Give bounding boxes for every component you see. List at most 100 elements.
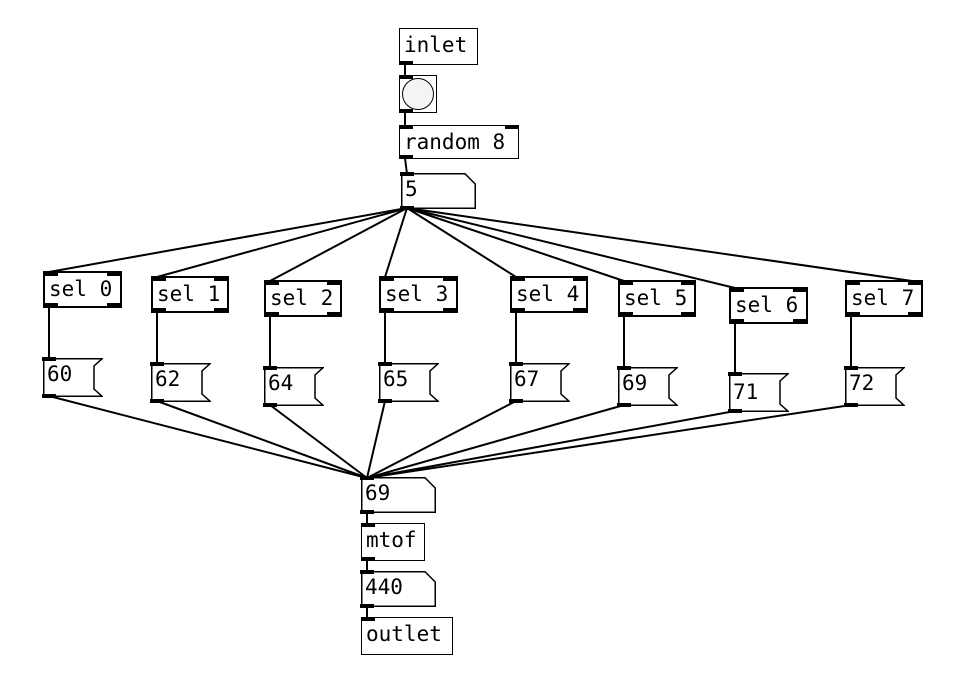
sel-object-5[interactable]: sel 5 [618, 280, 696, 317]
sel-2-inlet-right-port[interactable] [327, 281, 341, 285]
cord-number-sel7 [406, 207, 913, 282]
message-box-0-outlet-port[interactable] [42, 394, 56, 398]
sel-7-outlet-left-port[interactable] [846, 312, 860, 316]
random-object[interactable]: random 8 [399, 125, 519, 159]
outlet-object[interactable]: outlet [361, 617, 453, 655]
sel-0-outlet-right-port[interactable] [107, 303, 121, 307]
number-box-note-outlet-port[interactable] [360, 510, 374, 514]
sel-object-7[interactable]: sel 7 [845, 280, 923, 317]
sel-2-outlet-right-port[interactable] [327, 312, 341, 316]
sel-5-inlet-left-port[interactable] [619, 281, 633, 285]
sel-1-inlet-right-port[interactable] [214, 277, 228, 281]
sel-3-inlet-left-port[interactable] [380, 277, 394, 281]
sel-object-2[interactable]: sel 2 [264, 280, 342, 317]
message-box-4-inlet-port[interactable] [509, 362, 523, 366]
message-box-5-outlet-port[interactable] [617, 403, 631, 407]
sel-7-inlet-left-port[interactable] [846, 281, 860, 285]
message-box-7-outlet-port[interactable] [844, 403, 858, 407]
message-box-6[interactable]: 71 [728, 372, 789, 413]
sel-3-outlet-left-port[interactable] [380, 308, 394, 312]
sel-6-outlet-right-port[interactable] [793, 319, 807, 323]
sel-0-inlet-left-port[interactable] [44, 272, 58, 276]
message-box-7[interactable]: 72 [844, 366, 905, 407]
sel-0-outlet-left-port[interactable] [44, 303, 58, 307]
message-box-4-outlet-port[interactable] [509, 399, 523, 403]
number-box-frequency[interactable]: 440 [360, 570, 436, 608]
message-box-6-inlet-port[interactable] [728, 372, 742, 376]
sel-1-inlet-left-port[interactable] [152, 277, 166, 281]
sel-2-outlet-left-port[interactable] [265, 312, 279, 316]
sel-5-outlet-right-port[interactable] [681, 312, 695, 316]
inlet-outlet-port[interactable] [399, 61, 413, 65]
message-box-1-inlet-port[interactable] [150, 362, 164, 366]
number-box-note-value: 69 [365, 481, 391, 505]
sel-7-outlet-right-port[interactable] [908, 312, 922, 316]
sel-0-label: sel 0 [49, 277, 113, 301]
sel-5-inlet-right-port[interactable] [681, 281, 695, 285]
message-box-2-outlet-port[interactable] [263, 403, 277, 407]
message-box-4[interactable]: 67 [509, 362, 570, 403]
sel-1-label: sel 1 [157, 282, 221, 306]
sel-object-0[interactable]: sel 0 [43, 271, 122, 308]
message-box-3-inlet-port[interactable] [378, 362, 392, 366]
sel-2-inlet-left-port[interactable] [265, 281, 279, 285]
sel-object-4[interactable]: sel 4 [510, 276, 588, 313]
sel-1-outlet-left-port[interactable] [152, 308, 166, 312]
sel-6-outlet-left-port[interactable] [730, 319, 744, 323]
mtof-object[interactable]: mtof [361, 523, 425, 561]
bang-circle-icon[interactable] [402, 78, 434, 110]
message-box-3-outlet-port[interactable] [378, 399, 392, 403]
sel-3-inlet-right-port[interactable] [443, 277, 457, 281]
mtof-inlet-port[interactable] [361, 523, 375, 527]
message-box-5[interactable]: 69 [617, 366, 678, 407]
sel-5-outlet-left-port[interactable] [619, 312, 633, 316]
sel-6-label: sel 6 [735, 293, 799, 317]
sel-4-inlet-right-port[interactable] [573, 277, 587, 281]
sel-6-inlet-right-port[interactable] [793, 288, 807, 292]
bang-inlet-port[interactable] [399, 75, 413, 79]
message-box-2-inlet-port[interactable] [263, 366, 277, 370]
random-inlet-right-port[interactable] [505, 125, 519, 129]
random-inlet-left-port[interactable] [399, 125, 413, 129]
number-box-note[interactable]: 69 [360, 476, 436, 514]
sel-object-6[interactable]: sel 6 [729, 287, 808, 324]
number-box-frequency-outlet-port[interactable] [360, 604, 374, 608]
number-box-inlet-port[interactable] [400, 172, 414, 176]
bang-object[interactable] [399, 75, 437, 113]
number-box-note-outline [361, 477, 436, 513]
message-box-0[interactable]: 60 [42, 357, 103, 398]
sel-7-inlet-right-port[interactable] [908, 281, 922, 285]
cord-number-sel5 [406, 207, 625, 282]
random-outlet-port[interactable] [399, 155, 413, 159]
bang-outlet-port[interactable] [399, 109, 413, 113]
number-box-frequency-inlet-port[interactable] [360, 570, 374, 574]
number-box-random-output[interactable]: 5 [400, 172, 476, 210]
sel-6-inlet-left-port[interactable] [730, 288, 744, 292]
sel-4-outlet-right-port[interactable] [573, 308, 587, 312]
message-box-1-outlet-port[interactable] [150, 399, 164, 403]
number-box-outlet-port[interactable] [400, 206, 414, 210]
sel-object-1[interactable]: sel 1 [151, 276, 229, 313]
cord-number-sel2 [269, 207, 408, 282]
message-box-1[interactable]: 62 [150, 362, 211, 403]
message-box-0-inlet-port[interactable] [42, 357, 56, 361]
message-box-6-outlet-port[interactable] [728, 409, 742, 413]
message-box-7-inlet-port[interactable] [844, 366, 858, 370]
inlet-object[interactable]: inlet [399, 28, 478, 65]
mtof-outlet-port[interactable] [361, 557, 375, 561]
cord-msg60-number [48, 395, 368, 479]
message-box-2[interactable]: 64 [263, 366, 324, 407]
sel-0-inlet-right-port[interactable] [107, 272, 121, 276]
outlet-inlet-port[interactable] [361, 617, 375, 621]
message-box-3[interactable]: 65 [378, 362, 439, 403]
sel-4-inlet-left-port[interactable] [511, 277, 525, 281]
sel-4-outlet-left-port[interactable] [511, 308, 525, 312]
sel-object-3[interactable]: sel 3 [379, 276, 458, 313]
number-box-note-inlet-port[interactable] [360, 476, 374, 480]
sel-1-outlet-right-port[interactable] [214, 308, 228, 312]
sel-3-outlet-right-port[interactable] [443, 308, 457, 312]
mtof-label: mtof [366, 528, 417, 552]
message-box-5-inlet-port[interactable] [617, 366, 631, 370]
